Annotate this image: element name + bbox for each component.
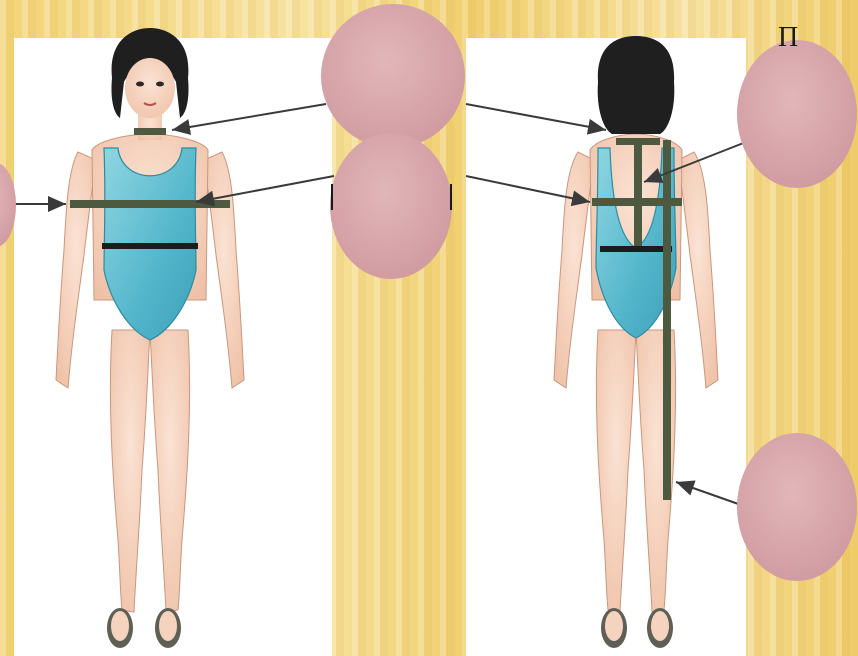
back-figure [554, 36, 718, 648]
corner-letter: П [778, 22, 798, 54]
front-figure [56, 28, 244, 648]
label-circle-neck [321, 4, 465, 148]
arrow-neck-front [172, 104, 326, 130]
label-circle-chest [330, 133, 452, 279]
label-circle-back-length [737, 433, 857, 581]
arrow-back-length [676, 482, 744, 506]
label-circle-arm-left [0, 163, 16, 247]
label-circle-back-shoulder [737, 40, 857, 188]
arrow-neck-back [466, 104, 606, 130]
